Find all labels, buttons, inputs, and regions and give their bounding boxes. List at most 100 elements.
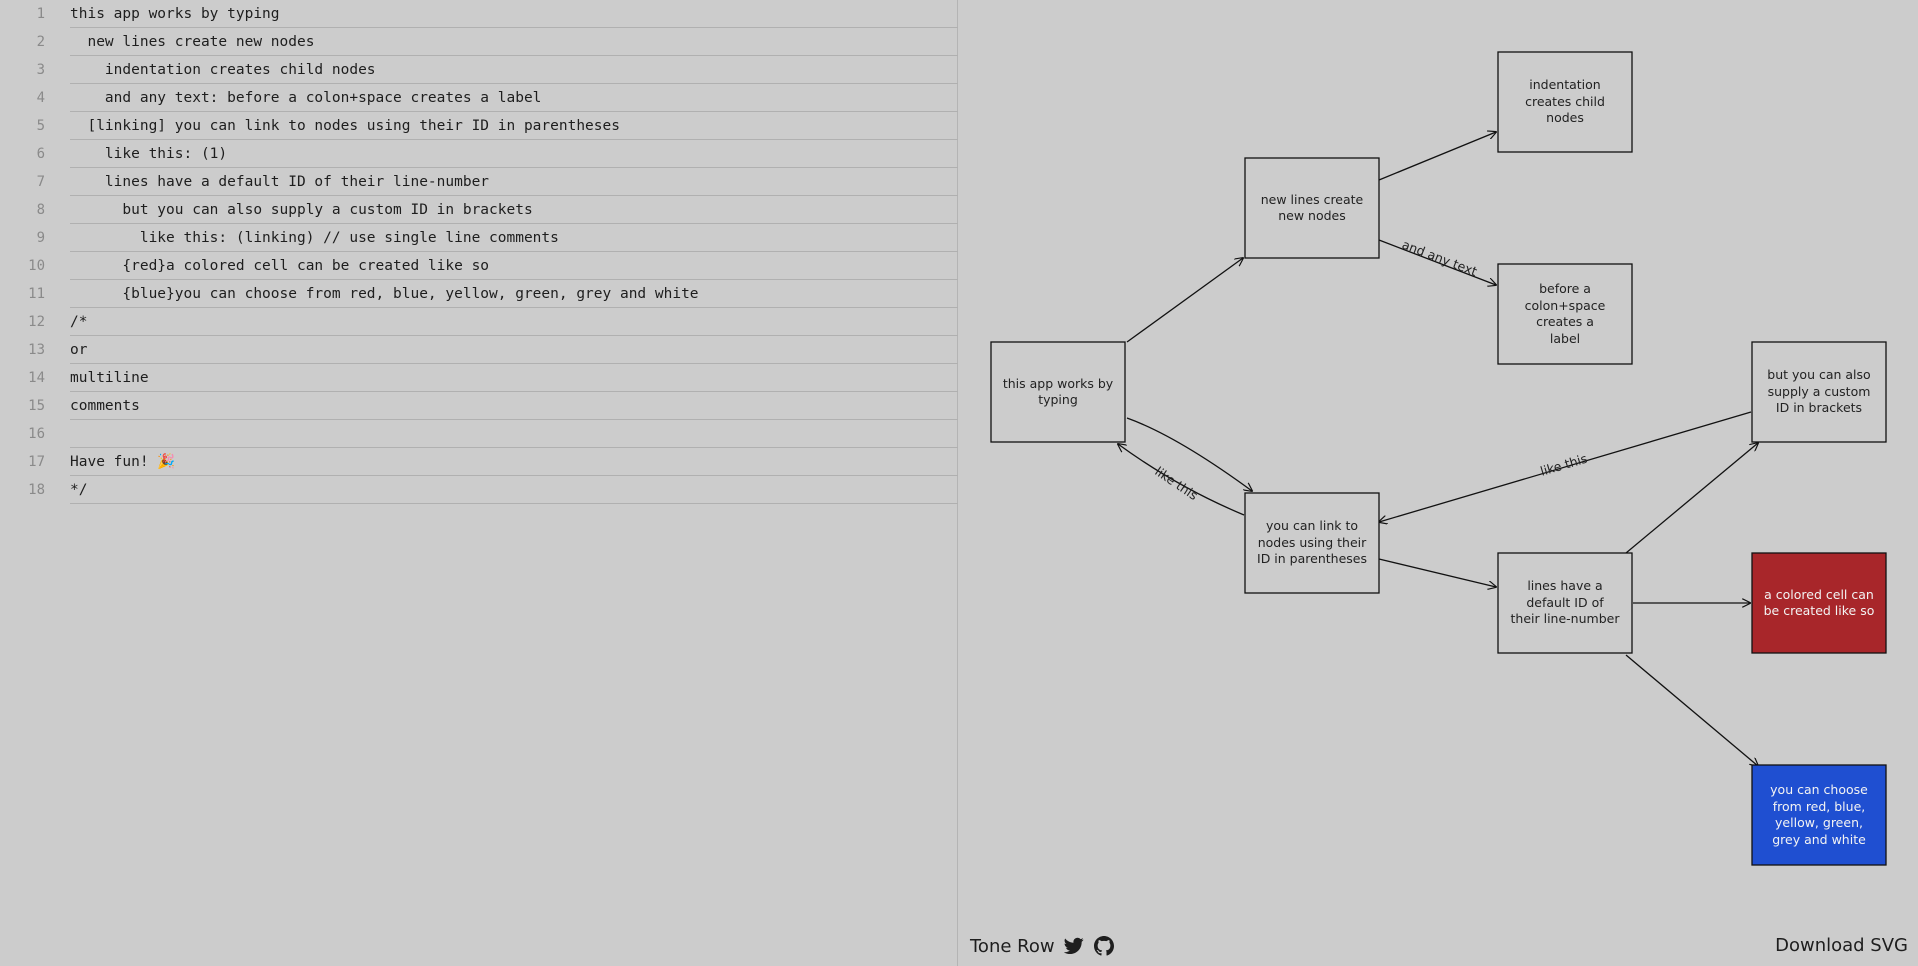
node-label-n1[interactable]: this app works by typing: [991, 342, 1125, 442]
node-label-n5[interactable]: you can link to nodes using their ID in …: [1245, 493, 1379, 593]
node-box-n11: [1751, 764, 1887, 866]
footer-brand: Tone Row: [970, 932, 1115, 960]
line-text[interactable]: comments: [70, 392, 958, 420]
node-text: a colored cell can be created like so: [1763, 586, 1875, 619]
line-number: 1: [36, 6, 45, 22]
node-box-n4: [1497, 263, 1633, 365]
line-text[interactable]: [70, 420, 958, 448]
line-number: 16: [28, 426, 45, 442]
editor-line[interactable]: 5 [linking] you can link to nodes using …: [0, 112, 958, 140]
line-text[interactable]: Have fun! 🎉: [70, 448, 958, 476]
line-text[interactable]: /*: [70, 308, 958, 336]
edge-n2-n4: [1378, 239, 1496, 285]
line-text[interactable]: multiline: [70, 364, 958, 392]
line-number: 2: [36, 34, 45, 50]
node-box-n3: [1497, 51, 1633, 153]
editor-line[interactable]: 1 this app works by typing: [0, 0, 958, 28]
node-text: this app works by typing: [1002, 375, 1114, 408]
editor-line[interactable]: 8 but you can also supply a custom ID in…: [0, 196, 958, 224]
editor-line[interactable]: 11 {blue}you can choose from red, blue, …: [0, 280, 958, 308]
node-text: new lines create new nodes: [1260, 191, 1364, 224]
editor-line[interactable]: 18 */: [0, 476, 958, 504]
edge-n7-n11: [1625, 654, 1758, 766]
edge-n5-n7: [1378, 558, 1496, 587]
line-text[interactable]: or: [70, 336, 958, 364]
github-icon[interactable]: [1093, 935, 1115, 957]
node-label-n8[interactable]: but you can also supply a custom ID in b…: [1752, 342, 1886, 442]
line-text[interactable]: this app works by typing: [70, 0, 958, 28]
line-number: 4: [36, 90, 45, 106]
edge-n2-n3: [1378, 132, 1496, 181]
brand-name[interactable]: Tone Row: [970, 935, 1055, 957]
line-number: 12: [28, 314, 45, 330]
edge-label-like-this-2: like this: [1538, 451, 1588, 479]
node-text: before a colon+space creates a label: [1524, 281, 1606, 346]
line-number: 11: [28, 286, 45, 302]
twitter-icon[interactable]: [1063, 935, 1085, 957]
editor-line[interactable]: 16: [0, 420, 958, 448]
node-box-n8: [1751, 341, 1887, 443]
line-text[interactable]: */: [70, 476, 958, 504]
editor-line[interactable]: 14 multiline: [0, 364, 958, 392]
line-number: 13: [28, 342, 45, 358]
edge-n1-n5: [1126, 417, 1252, 491]
node-text: but you can also supply a custom ID in b…: [1767, 367, 1871, 416]
line-number: 3: [36, 62, 45, 78]
node-label-n3[interactable]: indentation creates child nodes: [1498, 52, 1632, 152]
edge-n1-n2: [1126, 258, 1243, 343]
line-number: 10: [28, 258, 45, 274]
node-text: lines have a default ID of their line-nu…: [1510, 578, 1620, 627]
editor-line[interactable]: 12 /*: [0, 308, 958, 336]
node-text: indentation creates child nodes: [1525, 77, 1605, 126]
editor-line[interactable]: 7 lines have a default ID of their line-…: [0, 168, 958, 196]
node-label-n4[interactable]: before a colon+space creates a label: [1498, 264, 1632, 364]
editor-line[interactable]: 17 Have fun! 🎉: [0, 448, 958, 476]
node-box-n1: [990, 341, 1126, 443]
editor-line[interactable]: 2 new lines create new nodes: [0, 28, 958, 56]
line-text[interactable]: and any text: before a colon+space creat…: [70, 84, 958, 112]
line-number: 14: [28, 370, 45, 386]
line-text[interactable]: {red}a colored cell can be created like …: [70, 252, 958, 280]
editor-line[interactable]: 6 like this: (1): [0, 140, 958, 168]
edge-label-and-any-text: and any text: [1400, 237, 1479, 279]
node-box-n7: [1497, 552, 1633, 654]
editor-line[interactable]: 9 like this: (linking) // use single lin…: [0, 224, 958, 252]
line-number: 7: [36, 174, 45, 190]
line-text[interactable]: lines have a default ID of their line-nu…: [70, 168, 958, 196]
line-text[interactable]: new lines create new nodes: [70, 28, 958, 56]
line-text[interactable]: like this: (1): [70, 140, 958, 168]
flowchart-svg: and any text like this like this: [990, 51, 1887, 866]
editor-line[interactable]: 4 and any text: before a colon+space cre…: [0, 84, 958, 112]
flowchart-canvas: and any text like this like this this ap…: [959, 0, 1918, 966]
line-text[interactable]: {blue}you can choose from red, blue, yel…: [70, 280, 958, 308]
editor-line[interactable]: 10 {red}a colored cell can be created li…: [0, 252, 958, 280]
node-text: you can choose from red, blue, yellow, g…: [1770, 782, 1868, 847]
node-label-n7[interactable]: lines have a default ID of their line-nu…: [1498, 553, 1632, 653]
line-number: 15: [28, 398, 45, 414]
line-number: 6: [36, 146, 45, 162]
line-text[interactable]: indentation creates child nodes: [70, 56, 958, 84]
editor-line[interactable]: 15 comments: [0, 392, 958, 420]
download-svg-button[interactable]: Download SVG: [1775, 935, 1908, 956]
edge-n7-n8: [1625, 443, 1758, 554]
line-number: 17: [28, 454, 45, 470]
line-text[interactable]: [linking] you can link to nodes using th…: [70, 112, 958, 140]
node-box-n10: [1751, 552, 1887, 654]
edge-n8-n5: [1379, 411, 1752, 522]
edge-n5-n1: [1118, 444, 1245, 516]
node-label-n10[interactable]: a colored cell can be created like so: [1752, 553, 1886, 653]
node-label-n11[interactable]: you can choose from red, blue, yellow, g…: [1752, 765, 1886, 865]
node-box-n2: [1244, 157, 1380, 259]
node-text: you can link to nodes using their ID in …: [1257, 518, 1367, 567]
line-text[interactable]: like this: (linking) // use single line …: [70, 224, 958, 252]
line-number: 5: [36, 118, 45, 134]
line-number: 18: [28, 482, 45, 498]
editor-line[interactable]: 3 indentation creates child nodes: [0, 56, 958, 84]
editor-line[interactable]: 13 or: [0, 336, 958, 364]
line-number: 9: [36, 230, 45, 246]
node-box-n5: [1244, 492, 1380, 594]
line-text[interactable]: but you can also supply a custom ID in b…: [70, 196, 958, 224]
node-label-n2[interactable]: new lines create new nodes: [1245, 158, 1379, 258]
line-number: 8: [36, 202, 45, 218]
